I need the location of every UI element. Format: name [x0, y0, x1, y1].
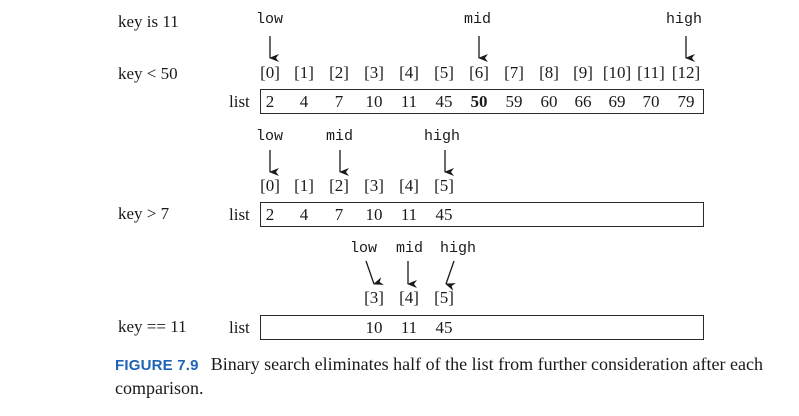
index-cell: [1]: [294, 63, 314, 82]
key-greater-7-label: key > 7: [118, 204, 170, 223]
list-label-3: list: [229, 318, 250, 337]
index-row-2: [0] [1] [2] [3] [4] [5]: [0, 176, 799, 198]
index-cell: [9]: [573, 63, 593, 82]
pointer-low-2: low: [256, 128, 284, 145]
pointer-high-1: high: [666, 11, 703, 28]
value-cell: 45: [435, 92, 453, 111]
value-row-3: 10 11 45: [0, 318, 799, 340]
pointer-low-1: low: [256, 11, 284, 28]
value-cell: 2: [265, 205, 275, 224]
list-box-3: [260, 315, 704, 340]
value-cell: 45: [435, 205, 453, 224]
index-cell: [2]: [329, 176, 349, 195]
arrow-high-3: [445, 260, 456, 291]
value-cell: 70: [642, 92, 660, 111]
index-cell: [4]: [399, 176, 419, 195]
value-cell: 10: [365, 205, 383, 224]
index-cell: [3]: [364, 176, 384, 195]
value-cell: 7: [334, 205, 344, 224]
value-cell: 60: [540, 92, 558, 111]
value-cell: 11: [400, 92, 418, 111]
index-row-1: [0] [1] [2] [3] [4] [5] [6] [7] [8] [9] [10] [11] [1…: [0, 63, 799, 85]
figure-caption: FIGURE 7.9 Binary search eliminates half…: [115, 353, 795, 401]
index-cell: [11]: [637, 63, 665, 82]
pointer-high-2: high: [424, 128, 461, 145]
key-equals-11-label: key == 11: [118, 317, 187, 336]
value-cell: 4: [299, 205, 309, 224]
index-cell: [2]: [329, 63, 349, 82]
index-cell: [0]: [260, 63, 280, 82]
value-cell: 11: [400, 318, 418, 337]
index-cell: [6]: [469, 63, 489, 82]
index-cell: [3]: [364, 288, 384, 307]
index-cell: [4]: [399, 63, 419, 82]
value-row-2: 2 4 7 10 11 45: [0, 205, 799, 227]
value-cell: 7: [334, 92, 344, 111]
value-cell: 10: [365, 318, 383, 337]
pointer-high-3: high: [440, 240, 477, 257]
index-cell: [5]: [434, 63, 454, 82]
index-cell: [1]: [294, 176, 314, 195]
index-cell: [0]: [260, 176, 280, 195]
index-cell: [10]: [602, 63, 632, 82]
value-cell: 59: [505, 92, 523, 111]
pointer-mid-3: mid: [396, 240, 424, 257]
value-cell: 79: [677, 92, 695, 111]
index-cell: [5]: [434, 288, 454, 307]
value-cell: 2: [265, 92, 275, 111]
value-cell: 11: [400, 205, 418, 224]
caption-text: Binary search eliminates half of the lis…: [115, 354, 763, 398]
index-cell: [5]: [434, 176, 454, 195]
list-label-2: list: [229, 205, 250, 224]
value-cell: 10: [365, 92, 383, 111]
key-is-11-label: key is 11: [118, 12, 179, 31]
list-label-1: list: [229, 92, 250, 111]
list-box-2: [260, 202, 704, 227]
pointer-low-3: low: [350, 240, 378, 257]
index-cell: [7]: [504, 63, 524, 82]
value-cell: 45: [435, 318, 453, 337]
pointer-mid-2: mid: [326, 128, 354, 145]
index-cell: [3]: [364, 63, 384, 82]
value-row-1: 2 4 7 10 11 45 50 59 60 66 69 70 79: [0, 92, 799, 114]
value-cell: 4: [299, 92, 309, 111]
value-cell: 69: [608, 92, 626, 111]
index-cell: [4]: [399, 288, 419, 307]
value-cell: 66: [574, 92, 592, 111]
list-box-1: [260, 89, 704, 114]
arrow-low-3: [365, 260, 384, 285]
index-cell: [12]: [671, 63, 701, 82]
caption-label: FIGURE 7.9: [115, 357, 199, 374]
key-less-50-label: key < 50: [118, 64, 178, 83]
value-cell: 50: [470, 92, 488, 111]
index-cell: [8]: [539, 63, 559, 82]
pointer-mid-1: mid: [464, 11, 492, 28]
index-row-3: [3] [4] [5]: [0, 288, 799, 310]
